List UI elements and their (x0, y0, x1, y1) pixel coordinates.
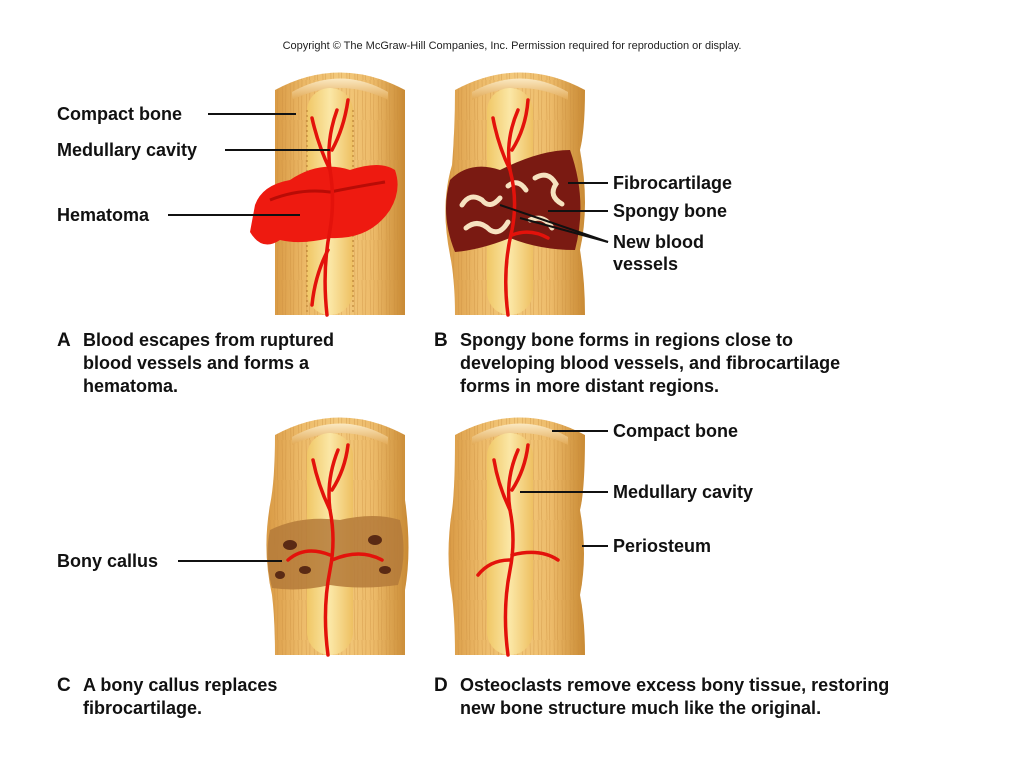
label-compact-bone: Compact bone (57, 104, 183, 124)
panel-c-bone (266, 417, 409, 657)
label-new-blood-vessels: New blood vessels (613, 232, 704, 274)
panel-b-bone (445, 72, 585, 317)
panel-d-bone (448, 417, 585, 657)
label-medullary-cavity: Medullary cavity (57, 140, 198, 160)
caption-a-letter: A (57, 330, 71, 351)
label-periosteum: Periosteum (613, 536, 712, 556)
caption-b-letter: B (434, 330, 448, 351)
copyright-notice: Copyright © The McGraw-Hill Companies, I… (282, 40, 742, 52)
caption-d-letter: D (434, 675, 448, 696)
label-bony-callus: Bony callus (57, 551, 159, 571)
caption-c-letter: C (57, 675, 71, 696)
leader-lines (168, 113, 609, 562)
caption-b-text: Spongy bone forms in regions close to de… (460, 330, 841, 396)
label-spongy-bone: Spongy bone (613, 201, 727, 221)
caption-a-text: Blood escapes from ruptured blood vessel… (83, 330, 335, 396)
caption-d-text: Osteoclasts remove excess bony tissue, r… (460, 675, 890, 718)
label-compact-bone-d: Compact bone (613, 421, 739, 441)
panel-a-bone (250, 72, 405, 317)
label-hematoma: Hematoma (57, 205, 150, 225)
label-fibrocartilage: Fibrocartilage (613, 173, 733, 193)
caption-c-text: A bony callus replaces fibrocartilage. (83, 675, 278, 718)
label-medullary-cavity-d: Medullary cavity (613, 482, 754, 502)
